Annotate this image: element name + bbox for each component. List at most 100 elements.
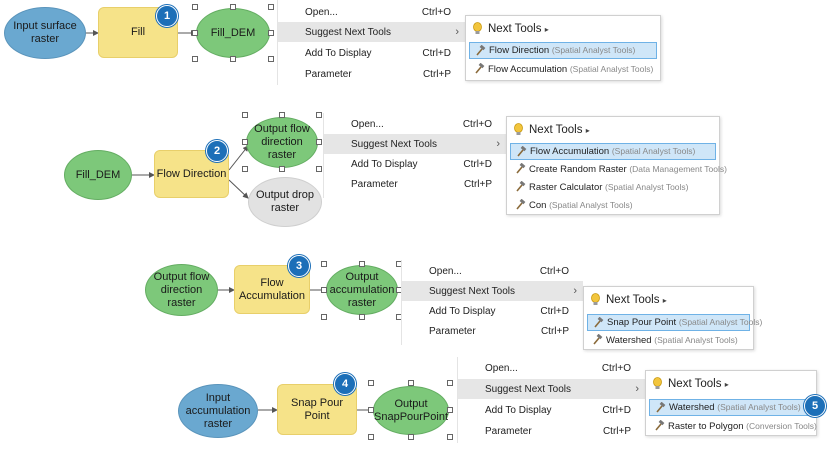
menu-add-label: Add To Display <box>351 158 418 170</box>
menu-open-label: Open... <box>351 118 384 130</box>
context-menu-4: Open...Ctrl+O Suggest Next Tools› Add To… <box>457 357 645 443</box>
chevron-right-icon: › <box>455 26 459 38</box>
menu-suggest-label: Suggest Next Tools <box>429 285 515 297</box>
next-tools-title: Next Tools ▸ <box>668 378 729 390</box>
menu-open[interactable]: Open... Ctrl+O <box>278 2 465 22</box>
hammer-icon <box>516 163 526 174</box>
menu-suggest-next-tools[interactable]: Suggest Next Tools› <box>278 22 465 42</box>
context-menu-1: Open... Ctrl+O Suggest Next Tools› Add To… <box>277 0 465 85</box>
menu-add-to-display[interactable]: Add To Display Ctrl+D <box>458 400 645 420</box>
menu-open[interactable]: Open...Ctrl+O <box>458 358 645 378</box>
fill-dem-output-node[interactable]: Fill_DEM <box>196 8 270 58</box>
menu-add-label: Add To Display <box>429 305 496 317</box>
output-flow-direction-raster-node[interactable]: Output flow direction raster <box>246 117 318 168</box>
lightbulb-icon <box>653 377 662 389</box>
suggested-tool-raster-to-polygon[interactable]: Raster to Polygon (Conversion Tools) <box>649 418 817 435</box>
lightbulb-icon <box>473 22 482 34</box>
tool-category: (Spatial Analyst Tools) <box>551 45 636 55</box>
suggested-tool-con[interactable]: Con (Spatial Analyst Tools) <box>510 197 716 214</box>
suggested-tool-watershed[interactable]: Watershed (Spatial Analyst Tools) <box>587 332 750 349</box>
tool-category: (Spatial Analyst Tools) <box>549 200 633 210</box>
fill-dem-input-node[interactable]: Fill_DEM <box>64 150 132 200</box>
menu-param-label: Parameter <box>351 178 398 190</box>
menu-suggest-label: Suggest Next Tools <box>485 383 571 395</box>
tool-name: Raster Calculator <box>529 182 603 193</box>
menu-param-label: Parameter <box>305 68 352 80</box>
hammer-icon <box>476 45 486 56</box>
input-surface-raster-node[interactable]: Input surface raster <box>4 7 86 59</box>
menu-add-shortcut: Ctrl+D <box>602 404 631 416</box>
tool-category: (Conversion Tools) <box>746 421 817 431</box>
next-tools-header: Next Tools ▸ <box>507 117 719 143</box>
menu-param-shortcut: Ctrl+P <box>422 68 451 80</box>
next-tools-header: Next Tools ▸ <box>646 371 816 397</box>
step-badge-4: 4 <box>334 373 356 395</box>
tool-name: Snap Pour Point <box>607 317 677 328</box>
suggested-tool-flow-accumulation[interactable]: Flow Accumulation (Spatial Analyst Tools… <box>469 61 657 78</box>
suggested-tool-snap-pour-point[interactable]: Snap Pour Point (Spatial Analyst Tools) <box>587 314 762 331</box>
next-tools-submenu-1: Next Tools ▸ Flow Direction (Spatial Ana… <box>465 15 661 81</box>
context-menu-2: Open... Ctrl+O Suggest Next Tools› Add To… <box>323 113 506 198</box>
menu-add-shortcut: Ctrl+D <box>463 158 492 170</box>
suggested-tool-flow-accumulation[interactable]: Flow Accumulation (Spatial Analyst Tools… <box>510 143 716 160</box>
menu-suggest-next-tools[interactable]: Suggest Next Tools› <box>402 281 583 301</box>
hammer-icon <box>516 199 526 210</box>
hammer-icon <box>516 181 526 192</box>
next-tools-submenu-3: Next Tools ▸ Snap Pour Point (Spatial An… <box>583 286 762 350</box>
menu-parameter[interactable]: Parameter Ctrl+P <box>458 421 645 441</box>
tool-name: Raster to Polygon <box>668 421 744 432</box>
next-tools-title: Next Tools ▸ <box>488 23 549 35</box>
suggested-tool-create-random-raster[interactable]: Create Random Raster (Data Management To… <box>510 161 727 178</box>
output-snappourpoint-node[interactable]: Output SnapPourPoint <box>373 386 449 435</box>
menu-param-label: Parameter <box>485 425 532 437</box>
menu-add-to-display[interactable]: Add To Display Ctrl+D <box>324 154 506 174</box>
tool-category: (Spatial Analyst Tools) <box>605 182 689 192</box>
menu-open-label: Open... <box>429 265 462 277</box>
output-accumulation-raster-node[interactable]: Output accumulation raster <box>326 265 398 315</box>
next-tools-header: Next Tools ▸ <box>466 16 660 42</box>
menu-open[interactable]: Open... Ctrl+O <box>402 261 583 281</box>
tool-name: Flow Direction <box>489 45 550 56</box>
menu-parameter[interactable]: Parameter Ctrl+P <box>278 64 465 84</box>
tool-category: (Spatial Analyst Tools) <box>717 402 801 412</box>
hammer-icon <box>475 63 485 74</box>
snap-pour-point-tool-node[interactable]: Snap Pour Point <box>277 384 357 435</box>
hammer-icon <box>593 334 603 345</box>
menu-suggest-next-tools[interactable]: Suggest Next Tools› <box>324 134 506 154</box>
chevron-right-icon: › <box>496 138 500 150</box>
menu-open-shortcut: Ctrl+O <box>539 265 569 277</box>
menu-open-label: Open... <box>485 362 518 374</box>
menu-open-shortcut: Ctrl+O <box>462 118 492 130</box>
suggested-tool-flow-direction[interactable]: Flow Direction (Spatial Analyst Tools) <box>469 42 657 59</box>
menu-open-shortcut: Ctrl+O <box>421 6 451 18</box>
context-menu-3: Open... Ctrl+O Suggest Next Tools› Add To… <box>401 260 583 345</box>
output-drop-raster-node[interactable]: Output drop raster <box>248 177 322 227</box>
output-flow-direction-raster-input-node[interactable]: Output flow direction raster <box>145 264 218 316</box>
menu-add-label: Add To Display <box>305 47 372 59</box>
menu-open-label: Open... <box>305 6 338 18</box>
suggested-tool-watershed[interactable]: Watershed (Spatial Analyst Tools) <box>649 399 813 416</box>
input-accumulation-raster-node[interactable]: Input accumulation raster <box>178 384 258 438</box>
next-tools-submenu-2: Next Tools ▸ Flow Accumulation (Spatial … <box>506 116 727 215</box>
tool-category: (Spatial Analyst Tools) <box>654 335 738 345</box>
tool-category: (Data Management Tools) <box>629 164 727 174</box>
menu-add-label: Add To Display <box>485 404 552 416</box>
menu-open[interactable]: Open... Ctrl+O <box>324 114 506 134</box>
suggested-tool-raster-calculator[interactable]: Raster Calculator (Spatial Analyst Tools… <box>510 179 716 196</box>
menu-suggest-next-tools[interactable]: Suggest Next Tools› <box>458 379 645 399</box>
menu-param-shortcut: Ctrl+P <box>463 178 492 190</box>
menu-add-shortcut: Ctrl+D <box>422 47 451 59</box>
menu-add-to-display[interactable]: Add To Display Ctrl+D <box>278 43 465 63</box>
next-tools-title: Next Tools ▸ <box>606 294 667 306</box>
menu-parameter[interactable]: Parameter Ctrl+P <box>324 174 506 194</box>
hammer-icon <box>656 402 666 413</box>
step-badge-1: 1 <box>156 5 178 27</box>
menu-param-shortcut: Ctrl+P <box>602 425 631 437</box>
lightbulb-icon <box>514 123 523 135</box>
tool-category: (Spatial Analyst Tools) <box>569 64 654 74</box>
step-badge-2: 2 <box>206 140 228 162</box>
hammer-icon <box>655 420 665 431</box>
